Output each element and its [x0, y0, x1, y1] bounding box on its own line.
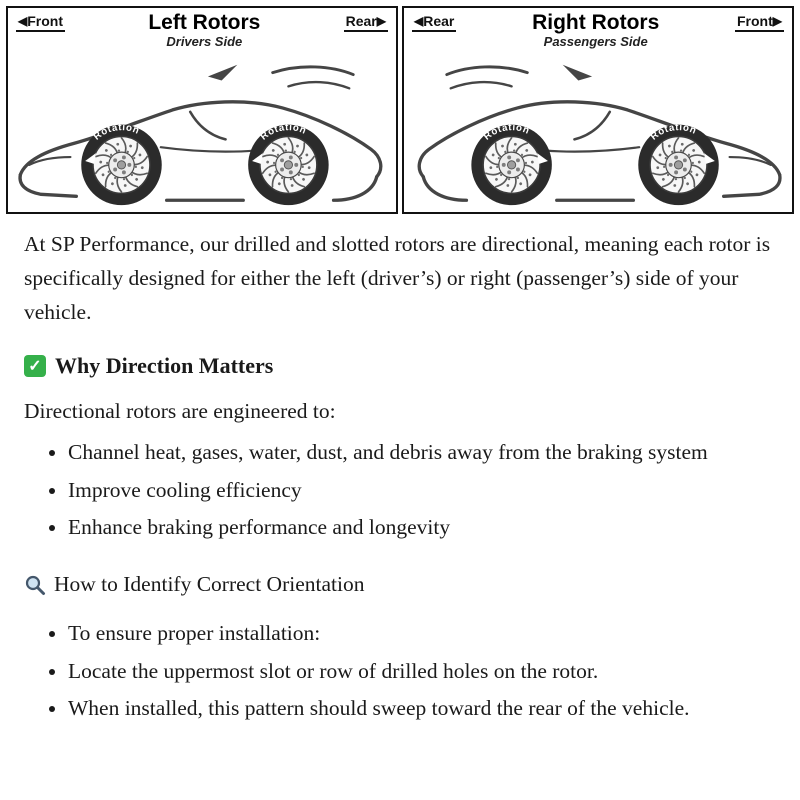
rotation-arrow-icon [537, 153, 548, 165]
heading-text: Why Direction Matters [55, 353, 274, 379]
rotation-arrow-icon [252, 153, 263, 165]
why-direction-list: Channel heat, gases, water, dust, and de… [24, 436, 764, 544]
rotation-arrow-icon [704, 153, 715, 165]
panel-title: Left Rotors [148, 11, 261, 34]
intro-paragraph: At SP Performance, our drilled and slott… [24, 232, 771, 324]
bullet-item: To ensure proper installation: [68, 617, 764, 650]
magnifier-icon [25, 575, 45, 595]
front-direction-label: Front▶ [735, 13, 784, 32]
left-rotors-panel: ◀Front Left Rotors Drivers Side Rear▶ Ro… [6, 6, 398, 214]
lead-paragraph: Directional rotors are engineered to: [24, 399, 336, 424]
left-panel-header: ◀Front Left Rotors Drivers Side Rear▶ [8, 8, 396, 49]
front-direction-label: ◀Front [16, 13, 65, 32]
right-rotors-panel: ◀Rear Right Rotors Passengers Side Front… [402, 6, 794, 214]
right-panel-header: ◀Rear Right Rotors Passengers Side Front… [404, 8, 792, 49]
article-body: At SP Performance, our drilled and slott… [0, 214, 800, 725]
panel-title: Right Rotors [532, 11, 660, 34]
right-car-illustration: Rotation Rotation [404, 51, 792, 213]
arrow-right-icon: ▶ [376, 14, 386, 28]
arrow-left-icon: ◀ [18, 14, 28, 28]
rotation-arrow-icon [85, 153, 96, 165]
orientation-heading: How to Identify Correct Orientation [24, 572, 776, 597]
left-car-illustration: Rotation Rotation [8, 51, 396, 213]
bullet-item: Enhance braking performance and longevit… [68, 511, 764, 544]
rear-direction-label: Rear▶ [343, 13, 388, 32]
bullet-item: When installed, this pattern should swee… [68, 692, 764, 725]
rotor-direction-diagram: ◀Front Left Rotors Drivers Side Rear▶ Ro… [0, 0, 800, 214]
arrow-left-icon: ◀ [414, 14, 424, 28]
orientation-list: To ensure proper installation: Locate th… [24, 617, 764, 725]
bullet-item: Improve cooling efficiency [68, 474, 764, 507]
why-direction-heading: ✓ Why Direction Matters [24, 353, 776, 379]
heading-text: How to Identify Correct Orientation [54, 572, 365, 597]
panel-subtitle: Drivers Side [166, 34, 243, 50]
bullet-item: Locate the uppermost slot or row of dril… [68, 655, 764, 688]
arrow-right-icon: ▶ [772, 14, 782, 28]
rear-direction-label: ◀Rear [412, 13, 457, 32]
bullet-item: Channel heat, gases, water, dust, and de… [68, 436, 764, 469]
check-mark-icon: ✓ [24, 355, 46, 378]
panel-subtitle: Passengers Side [543, 34, 648, 50]
